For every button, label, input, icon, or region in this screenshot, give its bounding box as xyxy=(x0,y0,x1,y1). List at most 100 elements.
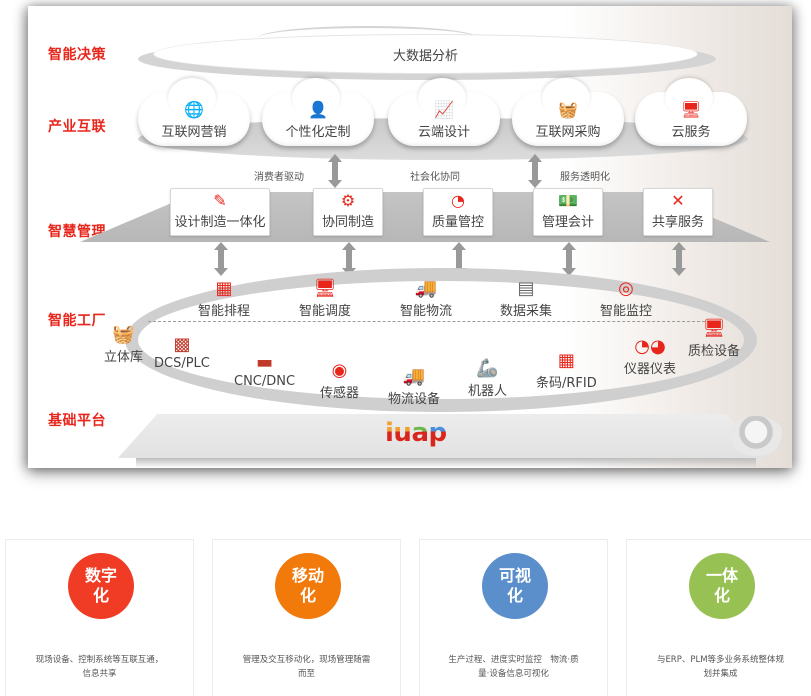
globe-phone-icon: 🌐 xyxy=(184,100,204,119)
iuap-logo: iuap xyxy=(385,418,447,448)
layer-label-platform: 基础平台 xyxy=(48,413,106,429)
management-box-label: 管理会计 xyxy=(541,215,594,230)
management-box: ◔ 质量管控 xyxy=(423,188,493,236)
qr-code-icon: ▦ xyxy=(557,350,575,371)
logo-letter: i xyxy=(385,418,394,448)
factory-upper-item: ▦ 智能排程 xyxy=(198,278,250,319)
factory-item-label: 智能监控 xyxy=(600,304,653,319)
layer-label-industry: 产业互联 xyxy=(48,119,106,135)
feature-card: 数字化 现场设备、控制系统等互联互通，信息共享 xyxy=(5,539,194,696)
factory-lower-item: ◔◕ 仪器仪表 xyxy=(624,336,676,377)
factory-upper-item: 🚚 智能物流 xyxy=(400,278,452,319)
management-box: ⚙ 协同制造 xyxy=(313,188,383,236)
sensor-icon: ◉ xyxy=(331,360,348,381)
truck-icon: 🚚 xyxy=(414,278,438,299)
connector-label-social: 社会化协同 xyxy=(410,172,460,183)
factory-item-label: 质检设备 xyxy=(688,344,741,359)
factory-lower-item: 🖥 质检设备 xyxy=(688,318,740,359)
double-arrow-icon xyxy=(672,242,686,276)
factory-item-label: 传感器 xyxy=(320,386,360,401)
feature-card: 可视化 生产过程、进度实时监控 物流·质量·设备信息可视化 xyxy=(419,539,608,696)
factory-item-label: CNC/DNC xyxy=(234,374,296,389)
industry-cloud-label: 互联网营销 xyxy=(161,125,227,140)
factory-item-label: 智能调度 xyxy=(299,304,352,319)
factory-item-label: 智能物流 xyxy=(400,304,453,319)
management-box-label: 协同制造 xyxy=(321,215,374,230)
logo-letter: a xyxy=(411,418,429,448)
factory-item-label: 智能排程 xyxy=(198,304,251,319)
feature-description: 管理及交互移动化，现场管理随需而至 xyxy=(242,655,371,679)
platform-band xyxy=(118,414,772,458)
industry-cloud-label: 互联网采购 xyxy=(535,125,601,140)
double-arrow-icon xyxy=(452,242,466,276)
person-pen-icon: 👤 xyxy=(308,100,328,119)
factory-lower-item: ▦ 条码/RFID xyxy=(536,350,597,391)
management-box: ✕ 共享服务 xyxy=(643,188,713,236)
double-arrow-icon xyxy=(328,154,342,188)
connector-label-consumer: 消费者驱动 xyxy=(254,172,304,183)
industry-cloud: 🖥 云服务 xyxy=(635,78,747,146)
logo-letter: p xyxy=(428,418,447,448)
basket-icon: 🧺 xyxy=(112,324,135,345)
factory-divider xyxy=(148,321,720,322)
feature-badge: 移动化 xyxy=(275,553,341,619)
feature-description: 与ERP、PLM等多业务系统整体规划并集成 xyxy=(656,655,785,679)
gears-icon: ⚙ xyxy=(340,191,356,210)
industry-cloud-label: 个性化定制 xyxy=(285,125,351,140)
feature-card: 一体化 与ERP、PLM等多业务系统整体规划并集成 xyxy=(626,539,811,696)
connector-label-service: 服务透明化 xyxy=(560,172,610,183)
money-coins-icon: 💵 xyxy=(558,191,578,210)
touch-screen-icon: 🖥 xyxy=(680,100,702,119)
factory-upper-item: ▤ 数据采集 xyxy=(500,278,552,319)
management-box: 💵 管理会计 xyxy=(533,188,603,236)
management-box: ✎ 设计制造一体化 xyxy=(170,188,270,236)
architecture-diagram: 智能决策 产业互联 智慧管理 智能工厂 基础平台 大数据分析 🌐 互联网营销 👤… xyxy=(28,6,792,468)
platform-shadow xyxy=(136,458,756,468)
factory-item-label: 机器人 xyxy=(468,384,508,399)
delivery-truck-icon: 🚚 xyxy=(402,366,426,387)
monitor-wave-icon: 🖥 xyxy=(313,278,337,299)
factory-upper-item: 🖥 智能调度 xyxy=(299,278,351,319)
industry-cloud: 📈 云端设计 xyxy=(388,78,500,146)
management-box-label: 共享服务 xyxy=(651,215,704,230)
presenter-board-icon: 📈 xyxy=(434,100,454,119)
machine-part-decoration xyxy=(728,416,784,456)
basket-download-icon: 🧺 xyxy=(558,100,578,119)
factory-item-label: DCS/PLC xyxy=(154,356,210,371)
double-arrow-icon xyxy=(528,154,542,188)
touch-screen-icon: 🖥 xyxy=(702,318,726,339)
feature-badge: 可视化 xyxy=(482,553,548,619)
factory-item-label: 仪器仪表 xyxy=(624,362,677,377)
industry-cloud: 👤 个性化定制 xyxy=(262,78,374,146)
factory-lower-item: ◉ 传感器 xyxy=(320,360,359,401)
factory-upper-item: ◎ 智能监控 xyxy=(600,278,652,319)
feature-badge: 一体化 xyxy=(689,553,755,619)
control-cabinet-icon: ▩ xyxy=(173,334,191,355)
factory-lower-item: ▬ CNC/DNC xyxy=(234,352,295,389)
meters-icon: ◔◕ xyxy=(634,336,666,357)
factory-lower-item: ▩ DCS/PLC xyxy=(154,334,210,371)
factory-item-label: 立体库 xyxy=(104,350,144,365)
double-arrow-icon xyxy=(214,242,228,276)
feature-description: 现场设备、控制系统等互联互通，信息共享 xyxy=(35,655,164,679)
factory-item-label: 物流设备 xyxy=(388,392,441,407)
logo-letter: u xyxy=(393,418,412,448)
barcode-scanner-icon: ▤ xyxy=(517,278,535,299)
feature-badge: 数字化 xyxy=(68,553,134,619)
industry-cloud: 🧺 互联网采购 xyxy=(512,78,624,146)
decision-cloud-label: 大数据分析 xyxy=(392,48,458,64)
decision-cloud: 大数据分析 xyxy=(153,34,698,74)
cnc-machine-icon: ▬ xyxy=(256,352,274,373)
industry-cloud-label: 云服务 xyxy=(671,125,711,140)
feature-description: 生产过程、进度实时监控 物流·质量·设备信息可视化 xyxy=(448,655,579,679)
layer-label-factory: 智能工厂 xyxy=(48,313,106,329)
double-arrow-icon xyxy=(342,242,356,276)
layer-label-decision: 智能决策 xyxy=(48,47,106,63)
double-arrow-icon xyxy=(562,242,576,276)
factory-item-label: 条码/RFID xyxy=(536,376,597,391)
factory-item-label: 数据采集 xyxy=(500,304,553,319)
robot-arm-icon: 🦾 xyxy=(476,358,499,379)
industry-cloud: 🌐 互联网营销 xyxy=(138,78,250,146)
factory-lower-item: 🧺 立体库 xyxy=(104,324,143,365)
edit-document-icon: ✎ xyxy=(213,191,227,210)
